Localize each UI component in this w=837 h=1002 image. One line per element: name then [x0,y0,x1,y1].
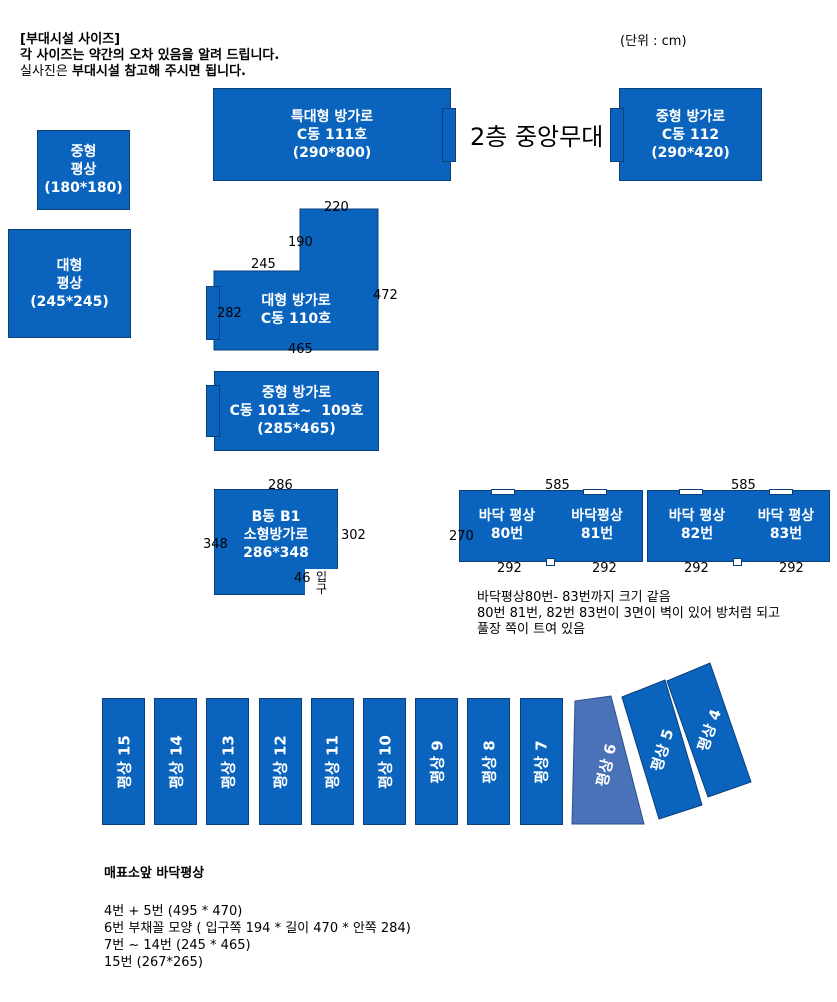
footer-title: 매표소앞 바닥평상 [104,866,205,881]
pyeongsang-6-shape [571,695,645,825]
photo-note-bold: 부대시설 참고해 주시면 됩니다. [71,64,246,79]
dim-190: 190 [288,235,313,250]
pyeongsang-5-shape [621,679,703,820]
entrance-notch [305,569,339,596]
floor-group-82-83 [647,490,830,562]
floor-82: 바닥 평상 82번 [668,508,726,542]
door-110 [206,286,220,340]
pyeongsang-box: 평상 15 [102,698,145,825]
dim-46: 46 [294,571,311,586]
pyeongsang-box: 평상 13 [206,698,250,825]
floor-82-top-notch [679,489,703,495]
pyeongsang-box: 평상 9 [415,698,459,825]
special-bungalow-111: 특대형 방가로 C동 111호 (290*800) [213,88,451,181]
footer-line-1: 4번 + 5번 (495 * 470) [104,904,243,919]
photo-note-prefix: 실사진은 [20,64,72,79]
header-title: [부대시설 사이즈] [20,32,121,47]
door-111 [442,108,456,162]
dim-472: 472 [373,288,398,303]
door-101 [206,385,220,437]
floor-80: 바닥 평상 80번 [478,508,536,542]
header-photo-note: 실사진은 부대시설 참고해 주시면 됩니다. [20,64,246,80]
footer-line-2: 6번 부채꼴 모양 ( 입구쪽 194 * 길이 470 * 안쪽 284) [104,921,411,936]
floor-note: 바닥평상80번- 83번까지 크기 같음 80번 81번, 82번 83번이 3… [477,590,780,637]
floor-80-81-bottom-notch [546,558,555,566]
pyeongsang-box: 평상 10 [363,698,406,825]
central-stage-label: 2층 중앙무대 [470,123,604,151]
dim-302: 302 [341,528,366,543]
unit-label: (단위 : cm) [620,34,687,49]
dim-220: 220 [324,200,349,215]
dim-292-c: 292 [684,561,709,576]
medium-bungalow-112: 중형 방가로 C동 112 (290*420) [619,88,762,181]
dim-270: 270 [449,529,474,544]
footer-line-3: 7번 ~ 14번 (245 * 465) [104,938,251,953]
pyeongsang-box: 평상 8 [467,698,511,825]
floor-80-top-notch [491,489,515,495]
dim-585-a: 585 [545,478,570,493]
dim-282: 282 [217,306,242,321]
medium-bungalow-101-109: 중형 방가로 C동 101호~ 109호 (285*465) [214,371,379,451]
medium-pyeongsang: 중형 평상 (180*180) [37,130,130,210]
floor-81-top-notch [583,489,607,495]
door-112 [610,108,624,162]
pyeongsang-box: 평상 7 [519,698,563,825]
pyeongsang-box: 평상 14 [154,698,198,825]
header-note: 각 사이즈는 약간의 오차 있음을 알려 드립니다. [20,48,280,63]
room-110-label: 대형 방가로 C동 110호 [260,293,332,327]
dim-292-a: 292 [497,561,522,576]
dim-286: 286 [268,478,293,493]
dim-585-b: 585 [731,478,756,493]
dim-292-d: 292 [779,561,804,576]
dim-292-b: 292 [592,561,617,576]
dim-245: 245 [251,257,276,272]
floor-81: 바닥평상 81번 [571,508,623,542]
large-pyeongsang: 대형 평상 (245*245) [8,229,131,338]
floor-83: 바닥 평상 83번 [757,508,815,542]
entrance-label: 입 구 [316,570,328,596]
pyeongsang-box: 평상 12 [258,698,302,825]
dim-465: 465 [288,342,313,357]
pyeongsang-box: 평상 11 [310,698,354,825]
floor-83-top-notch [769,489,793,495]
footer-line-4: 15번 (267*265) [104,955,203,970]
pyeongsang-4-shape [666,662,752,798]
floor-82-83-bottom-notch [733,558,742,566]
dim-348: 348 [203,537,228,552]
